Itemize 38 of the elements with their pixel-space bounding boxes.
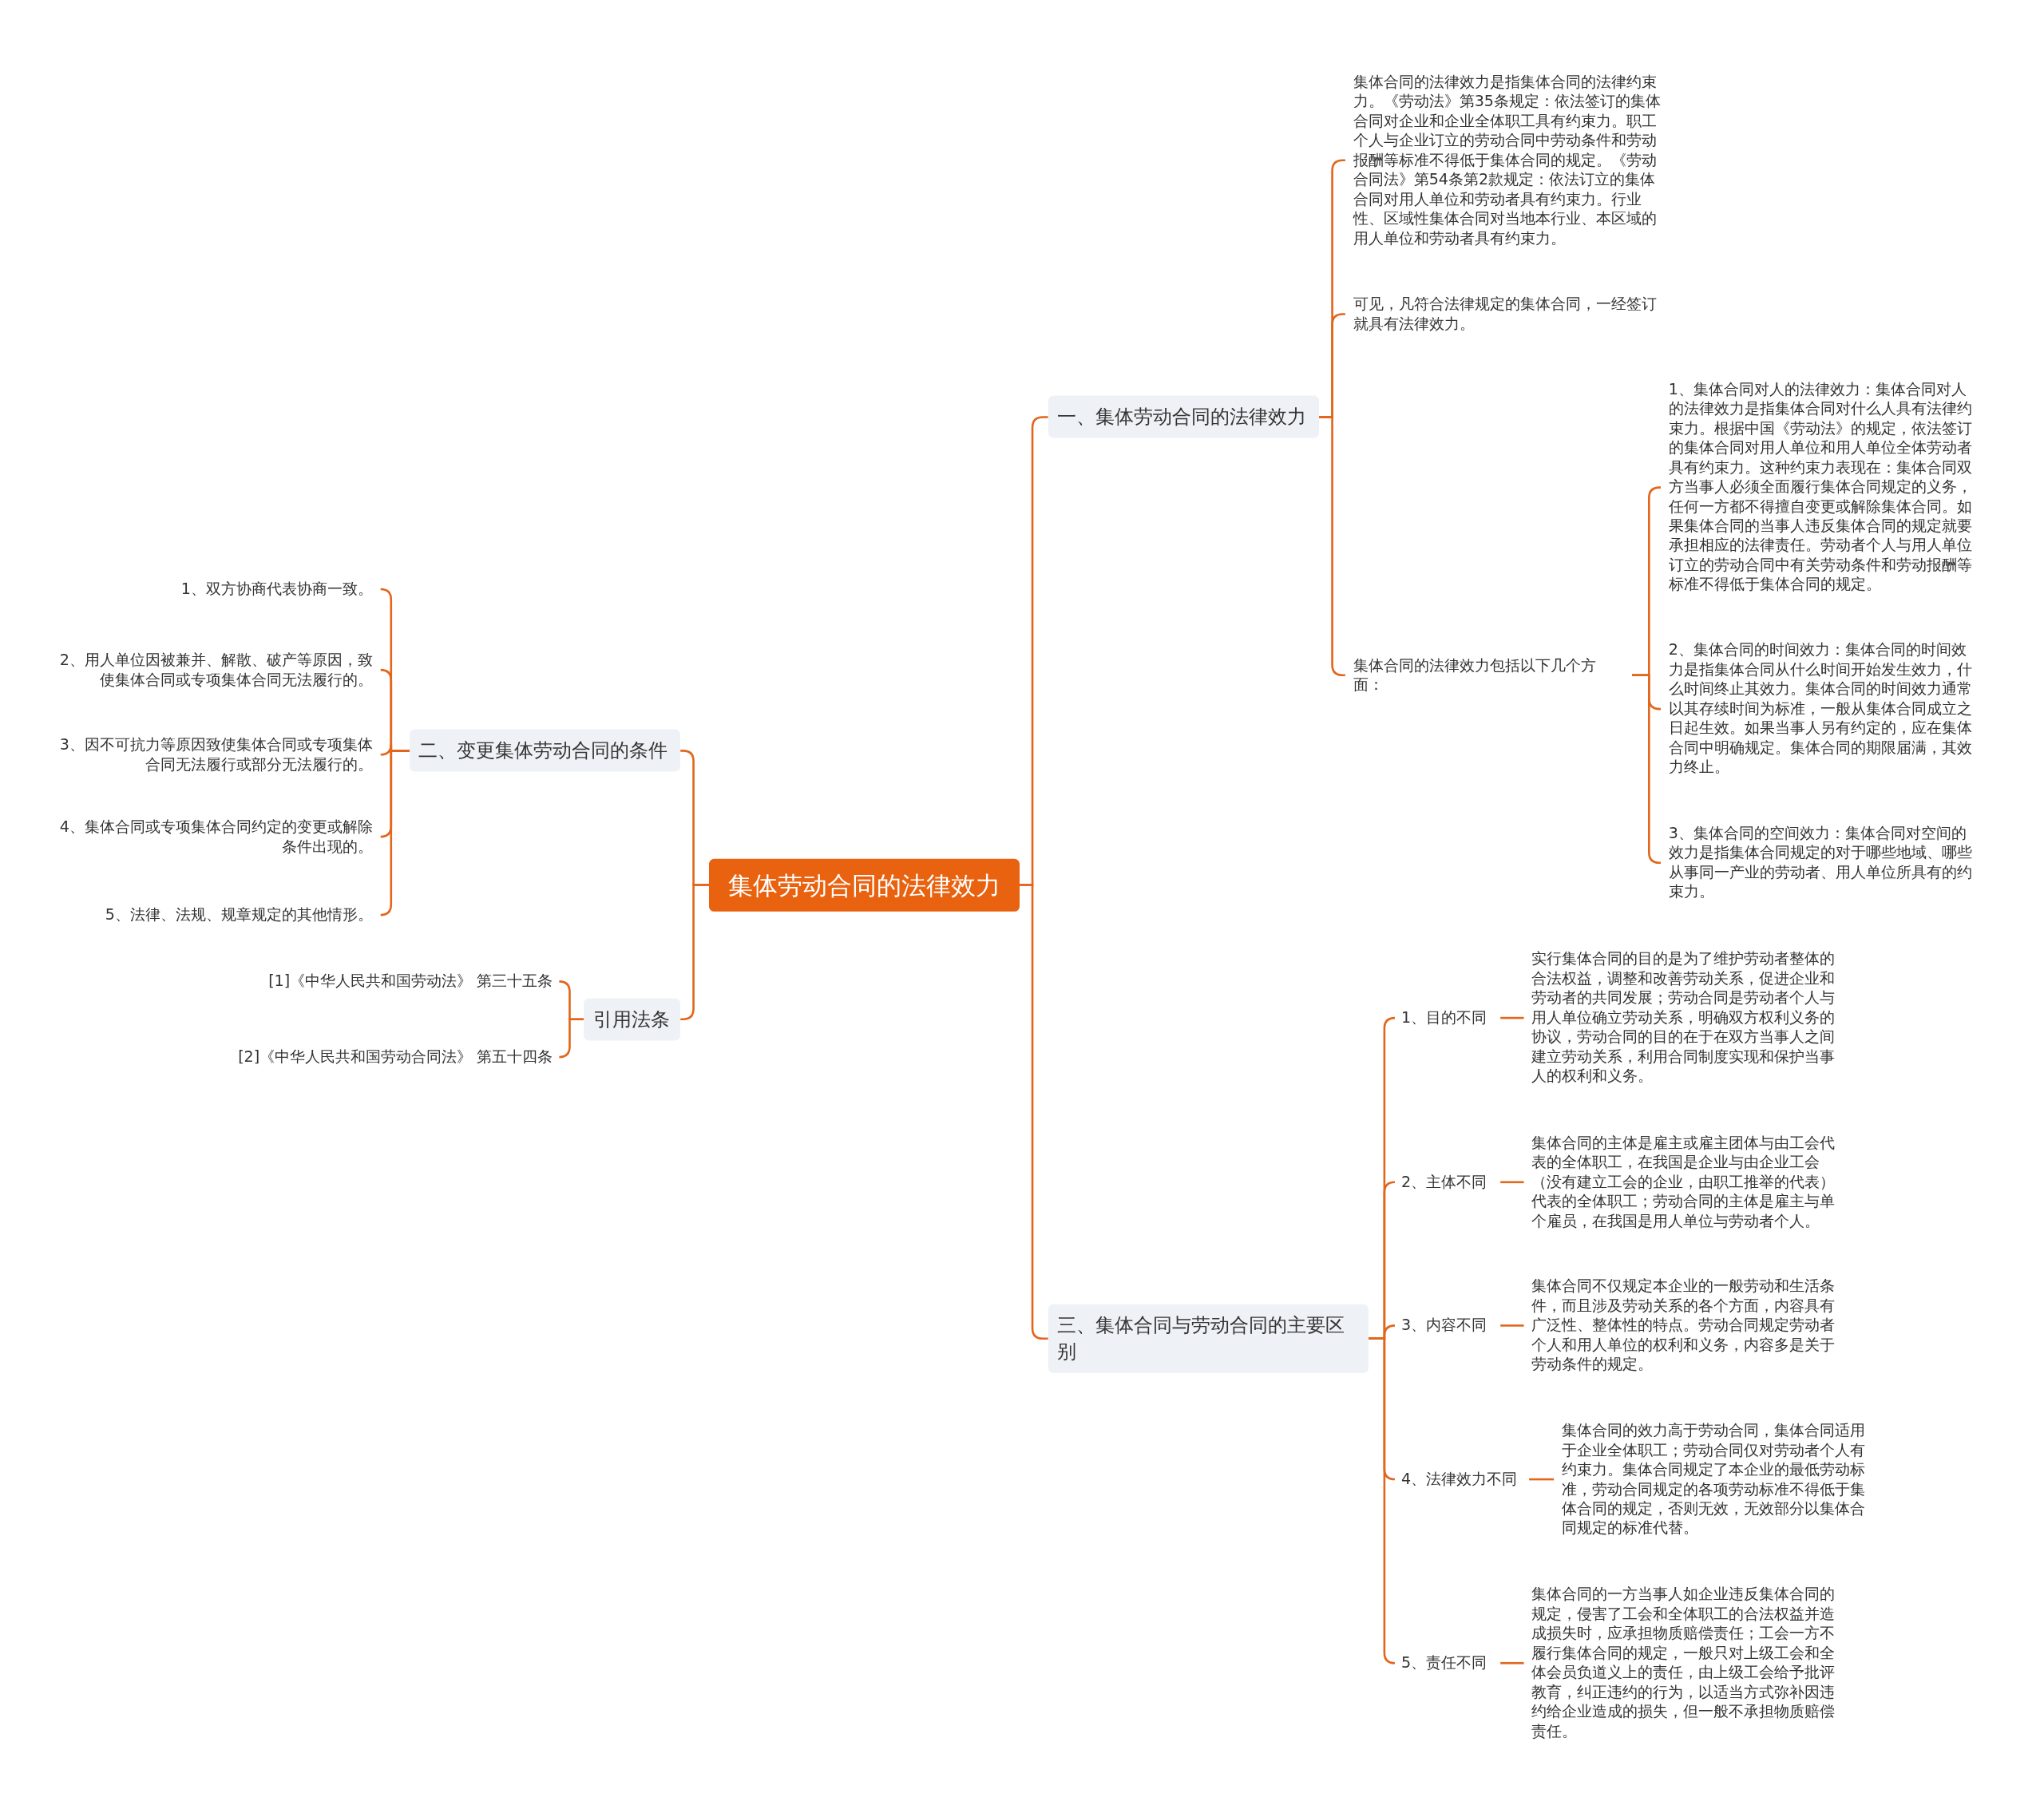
topic-box: 三、集体合同与劳动合同的主要区别: [1048, 1304, 1369, 1373]
connector-line: [379, 750, 410, 916]
note-text: 5、责任不同: [1393, 1653, 1501, 1673]
note-text: 3、因不可抗力等原因致使集体合同或专项集体合同无法履行或部分无法履行的。: [50, 734, 381, 774]
connector-line: [558, 1018, 584, 1059]
topic-box: 引用法条: [584, 998, 681, 1041]
note-text: 集体合同的主体是雇主或雇主团体与由工会代表的全体职工，在我国是企业与由企业工会（没有建立工会的企业，由职工推举的代表）代表的全体职工；劳动合同的主体是雇主与单个雇员，在我国是用人单位与劳动者个人。: [1523, 1133, 1852, 1231]
connector-line: [1019, 884, 1048, 1340]
topic-box: 二、变更集体劳动合同的条件: [409, 729, 681, 772]
note-text: 集体合同不仅规定本企业的一般劳动和生活条件，而且涉及劳动关系的各个方面，内容具有广泛性、整体性的特点。劳动合同规定劳动者个人和用人单位的权利和义务，内容多是关于劳动条件的规定。: [1523, 1277, 1852, 1375]
note-text: 4、法律效力不同: [1393, 1469, 1530, 1490]
central-topic-box: 集体劳动合同的法律效力: [709, 858, 1020, 912]
topic-box: 一、集体劳动合同的法律效力: [1048, 395, 1320, 438]
note-text: 集体合同的一方当事人如企业违反集体合同的规定，侵害了工会和全体职工的合法权益并造成损失时，应承担物质赔偿责任；工会一方不履行集体合同的规定，一般只对上级工会和全体会员负道义上的责任，由上级工会给予批评教育，纠正违约的行为，以适当方式弥补因违约给企业造成的损失，但一般不承担物质赔偿责任。: [1523, 1585, 1852, 1742]
note-text: 5、法律、法规、规章规定的其他情形。: [50, 905, 381, 925]
note-text: 3、内容不同: [1393, 1316, 1501, 1336]
note-text: 1、目的不同: [1393, 1007, 1501, 1028]
note-text: 集体合同的效力高于劳动合同，集体合同适用于企业全体职工；劳动合同仅对劳动者个人有约束力。集体合同规定了本企业的最低劳动标准，劳动合同规定的各项劳动标准不得低于集体合同的规定，否则无效，无效部分以集体合同规定的标准代替。: [1554, 1420, 1883, 1538]
connector-line: [1369, 1337, 1396, 1665]
connector-line: [1500, 1661, 1524, 1665]
note-text: 1、双方协商代表协商一致。: [50, 579, 381, 600]
note-text: 2、集体合同的时间效力：集体合同的时间效力是指集体合同从什么时间开始发生效力，什么时间终止其效力。集体合同的时间效力通常以其存续时间为标准，一般从集体合同成立之日起生效。如果当事人另有约定的，应在集体合同中明确规定。集体合同的期限届满，其效力终止。: [1661, 640, 1990, 778]
note-text: 2、主体不同: [1393, 1172, 1501, 1193]
note-text: 1、集体合同对人的法律效力：集体合同对人的法律效力是指集体合同对什么人具有法律约束力。根据中国《劳动法》的规定，依法签订的集体合同对用人单位和用人单位全体劳动者具有约束力。这种约束力表现在：集体合同双方当事人必须全面履行集体合同规定的义务，任何一方都不得擅自变更或解除集体合同。如果集体合同的当事人违反集体合同的规定就要承担相应的法律责任。劳动者个人与用人单位订立的劳动合同中有关劳动条件和劳动报酬等标准不得低于集体合同的规定。: [1661, 379, 1990, 596]
note-text: 3、集体合同的空间效力：集体合同对空间的效力是指集体合同规定的对于哪些地域、哪些从事同一产业的劳动者、用人单位所具有的约束力。: [1661, 823, 1990, 902]
connector-line: [1529, 1478, 1555, 1481]
note-text: 可见，凡符合法律规定的集体合同，一经签订就具有法律效力。: [1345, 295, 1674, 334]
connector-line: [1500, 1324, 1524, 1327]
note-text: 集体合同的法律效力是指集体合同的法律约束力。《劳动法》第35条规定：依法签订的集体合同对企业和企业全体职工具有约束力。职工个人与企业订立的劳动合同中劳动条件和劳动报酬等标准不得低于集体合同的规定。《劳动合同法》第54条第2款规定：依法订立的集体合同对用人单位和劳动者具有约束力。行业性、区域性集体合同对当地本行业、本区域的用人单位和劳动者具有约束力。: [1345, 72, 1674, 248]
connector-line: [1500, 1016, 1524, 1019]
note-text: 实行集体合同的目的是为了维护劳动者整体的合法权益，调整和改善劳动关系，促进企业和劳动者的共同发展；劳动合同是劳动者个人与用人单位确立劳动关系，明确双方权利义务的协议，劳动合同的目的在于在双方当事人之间建立劳动关系，利用合同制度实现和保护当事人的权利和义务。: [1523, 949, 1852, 1087]
note-text: [2]《中华人民共和国劳动合同法》 第五十四条: [229, 1047, 561, 1067]
note-text: [1]《中华人民共和国劳动法》 第三十五条: [229, 972, 561, 992]
connector-line: [1632, 674, 1662, 865]
note-text: 集体合同的法律效力包括以下几个方面：: [1345, 655, 1633, 695]
connector-line: [1500, 1181, 1524, 1184]
note-text: 2、用人单位因被兼并、解散、破产等原因，致使集体合同或专项集体合同无法履行的。: [50, 650, 381, 690]
note-text: 4、集体合同或专项集体合同约定的变更或解除条件出现的。: [50, 817, 381, 857]
